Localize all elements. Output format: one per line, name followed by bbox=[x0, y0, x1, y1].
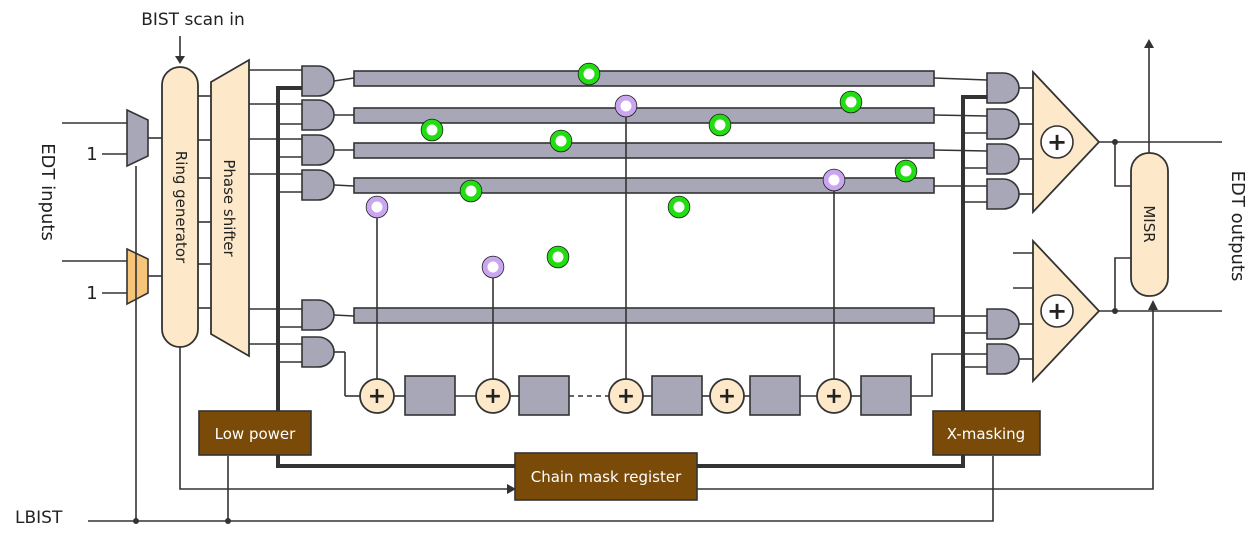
chain-mask-bus-right bbox=[697, 95, 987, 468]
compactor-2: + bbox=[1032, 238, 1101, 384]
flip-flop-5 bbox=[860, 375, 912, 416]
right-and-gates bbox=[986, 72, 1020, 375]
and-gate-l3 bbox=[301, 134, 335, 166]
xor-gate-3: + bbox=[608, 378, 644, 414]
misr-input-arrowhead bbox=[1148, 300, 1158, 310]
input-value-2: 1 bbox=[86, 283, 97, 304]
ring-generator-label: Ring generator bbox=[172, 151, 190, 264]
flip-flop-4 bbox=[749, 375, 801, 416]
svg-text:+: + bbox=[617, 384, 635, 409]
phase-shifter-block bbox=[210, 58, 250, 358]
scan-chain-1 bbox=[353, 70, 935, 87]
and-gate-r2 bbox=[986, 108, 1020, 140]
phase-shifter-output-wires bbox=[249, 69, 302, 345]
chain-mask-input-arrowhead bbox=[507, 484, 516, 494]
right-and-gate-second-inputs bbox=[963, 132, 987, 368]
and-gate-r5 bbox=[986, 308, 1020, 340]
edt-inputs-label: EDT inputs bbox=[37, 143, 58, 241]
and-gate-l2 bbox=[301, 99, 335, 131]
svg-text:+: + bbox=[484, 384, 502, 409]
and-gate-l4 bbox=[301, 169, 335, 201]
xor-gates: + + + + + bbox=[359, 378, 852, 414]
svg-text:+: + bbox=[1047, 297, 1067, 325]
observation-points-purple bbox=[365, 94, 846, 279]
and-gate-r3 bbox=[986, 143, 1020, 175]
flip-flop-2 bbox=[518, 375, 570, 416]
xor-gate-5: + bbox=[816, 378, 852, 414]
x-masking-label: X-masking bbox=[947, 425, 1025, 443]
svg-text:+: + bbox=[1047, 128, 1067, 156]
and-gate-r6 bbox=[986, 343, 1020, 375]
misr-output-arrowhead bbox=[1144, 39, 1154, 48]
lbist-junction-1 bbox=[133, 518, 139, 524]
lbist-wire bbox=[88, 456, 994, 522]
ring-to-phase-shifter-wires bbox=[198, 95, 211, 309]
flip-flops bbox=[404, 375, 912, 416]
input-mux-2 bbox=[126, 247, 149, 306]
edt-outputs-label: EDT outputs bbox=[1227, 171, 1248, 282]
chain-to-right-and-wires bbox=[933, 77, 988, 317]
svg-text:+: + bbox=[718, 384, 736, 409]
svg-text:+: + bbox=[825, 384, 843, 409]
test-point-probe-wires bbox=[376, 115, 835, 380]
bist-scan-in-arrowhead bbox=[175, 56, 185, 64]
flip-flop-1 bbox=[404, 375, 456, 416]
misr-label: MISR bbox=[1140, 205, 1158, 242]
phase-shifter-label: Phase shifter bbox=[220, 159, 238, 257]
scan-chain-5 bbox=[353, 307, 935, 324]
compactor-1: + bbox=[1032, 69, 1101, 215]
scan-chain-4 bbox=[353, 177, 935, 194]
xor-chain-wires bbox=[394, 353, 987, 397]
xor-gate-2: + bbox=[475, 378, 511, 414]
lbist-label: LBIST bbox=[15, 508, 63, 528]
left-and-gate-second-inputs bbox=[278, 123, 302, 363]
bist-scan-in-label: BIST scan in bbox=[141, 10, 245, 30]
and-gate-l1 bbox=[301, 65, 335, 97]
and-to-compactor-wires bbox=[1013, 87, 1033, 360]
lbist-junction-2 bbox=[225, 518, 231, 524]
low-power-label: Low power bbox=[215, 425, 297, 443]
xor-gate-4: + bbox=[709, 378, 745, 414]
svg-text:+: + bbox=[368, 384, 386, 409]
x-masking-block: X-masking bbox=[932, 410, 1041, 456]
left-and-gates bbox=[301, 65, 335, 368]
and-gate-l6 bbox=[301, 336, 335, 368]
xor-gate-1: + bbox=[359, 378, 395, 414]
low-power-block: Low power bbox=[198, 410, 312, 456]
chain-mask-register-label: Chain mask register bbox=[531, 468, 682, 486]
scan-chain-3 bbox=[353, 142, 935, 159]
chain-mask-bus-left bbox=[276, 86, 515, 468]
flip-flop-3 bbox=[651, 375, 703, 416]
control-points-green bbox=[420, 62, 918, 269]
and-gate-l5 bbox=[301, 299, 335, 331]
compactor-output-wires bbox=[1099, 139, 1222, 314]
ring-to-chain-mask-wire bbox=[179, 347, 515, 490]
chain-mask-register-block: Chain mask register bbox=[514, 452, 698, 501]
chain-mask-to-misr-wire bbox=[697, 303, 1154, 490]
and-to-chain-wires bbox=[333, 77, 355, 317]
input-mux-1 bbox=[126, 108, 149, 168]
input-value-1: 1 bbox=[86, 144, 97, 165]
and-gate-r4 bbox=[986, 178, 1020, 210]
and-gate-r1 bbox=[986, 72, 1020, 104]
